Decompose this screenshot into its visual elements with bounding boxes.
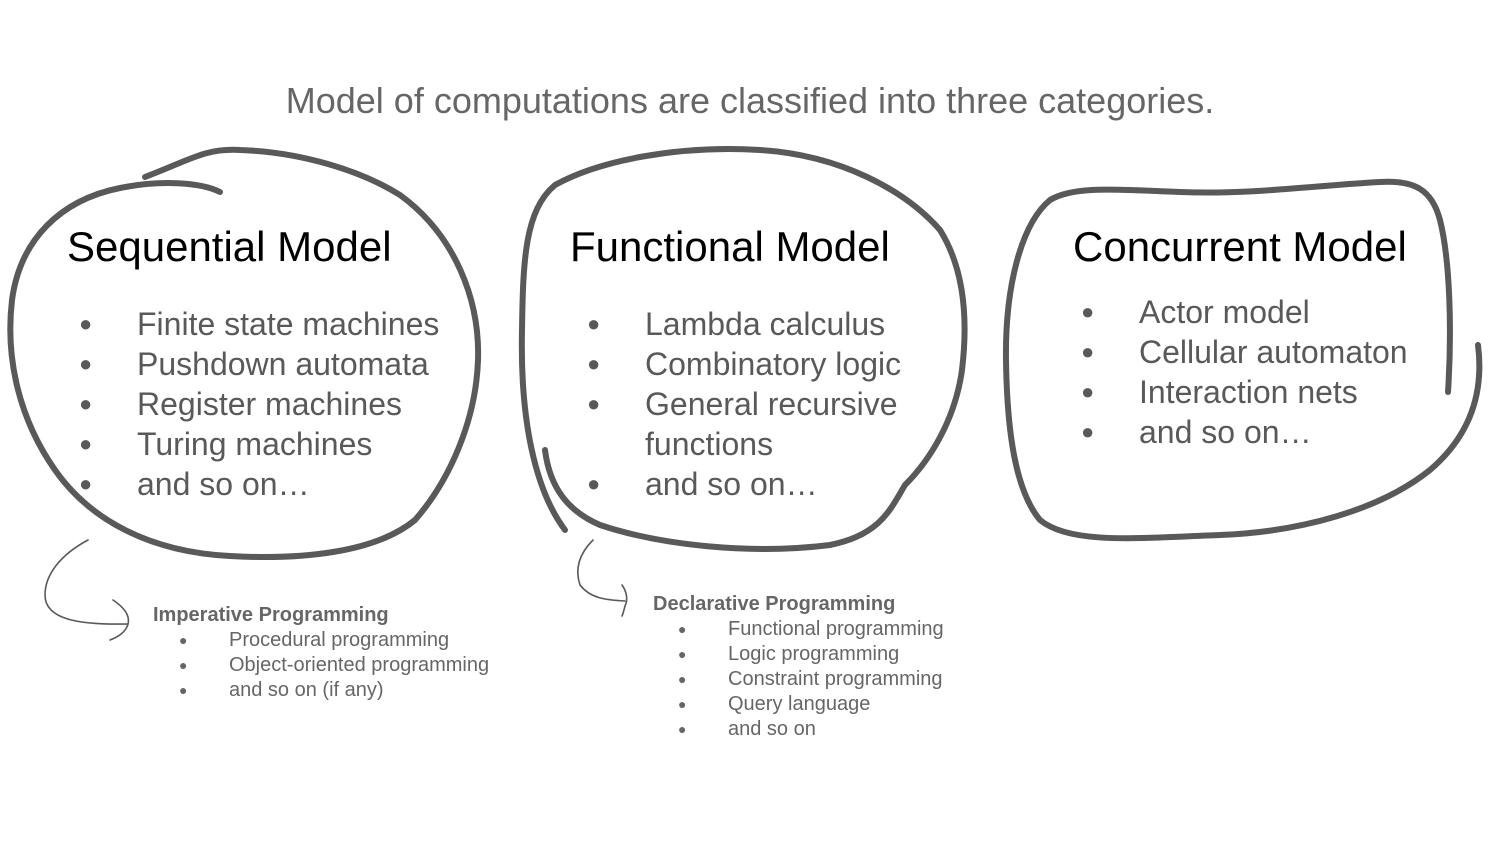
bullet-icon: ● — [179, 632, 188, 648]
bullet-icon: ● — [1081, 299, 1095, 324]
bullet-icon: ● — [587, 471, 601, 496]
sequential-loop — [7, 146, 482, 560]
arrow-declarative-head — [621, 584, 628, 617]
list-item: ●Functional programming — [678, 618, 944, 640]
bullet-icon: ● — [79, 391, 93, 416]
concurrent-model-list: ●Actor model ●Cellular automaton ●Intera… — [1081, 292, 1408, 452]
bullet-icon: ● — [587, 391, 601, 416]
list-item: ●Constraint programming — [678, 668, 943, 690]
list-item: ●and so on… — [587, 466, 818, 502]
concurrent-loop — [1002, 178, 1483, 542]
arrow-declarative — [577, 539, 626, 602]
list-item: ●Lambda calculus — [587, 306, 886, 342]
slide-title: Model of computations are classified int… — [285, 80, 1215, 121]
list-item: ●and so on… — [1081, 414, 1312, 450]
list-item: ●Query language — [678, 693, 871, 715]
list-item: ●Finite state machines — [79, 306, 440, 342]
list-item: ●and so on (if any) — [179, 679, 384, 701]
bullet-icon: ● — [79, 311, 93, 336]
list-item: ●Register machines — [79, 386, 402, 422]
declarative-programming-list: ●Functional programming ●Logic programmi… — [678, 617, 944, 742]
functional-model-heading: Functional Model — [570, 223, 890, 270]
list-item: ●Actor model — [1081, 294, 1310, 330]
bullet-icon: ● — [678, 696, 687, 712]
arrow-imperative — [44, 539, 129, 625]
imperative-programming-heading: Imperative Programming — [153, 604, 389, 626]
bullet-icon: ● — [79, 351, 93, 376]
bullet-icon: ● — [587, 311, 601, 336]
imperative-programming-list: ●Procedural programming ●Object-oriented… — [179, 628, 490, 703]
bullet-icon: ● — [179, 657, 188, 673]
bullet-icon: ● — [678, 721, 687, 737]
bullet-icon: ● — [1081, 339, 1095, 364]
bullet-icon: ● — [1081, 419, 1095, 444]
list-item: ●Turing machines — [79, 426, 373, 462]
list-item: ●Procedural programming — [179, 629, 450, 651]
list-item: ●Cellular automaton — [1081, 334, 1408, 370]
bullet-icon: ● — [79, 431, 93, 456]
bullet-icon: ● — [587, 351, 601, 376]
list-item: ●Logic programming — [678, 643, 900, 665]
bullet-icon: ● — [1081, 379, 1095, 404]
list-item: ●Object-oriented programming — [179, 654, 490, 676]
functional-loop — [518, 146, 968, 552]
concurrent-model-heading: Concurrent Model — [1073, 223, 1407, 270]
list-item: ●and so on — [678, 718, 816, 740]
bullet-icon: ● — [79, 471, 93, 496]
list-item: ●Pushdown automata — [79, 346, 429, 382]
list-item: ●Combinatory logic — [587, 346, 902, 382]
sequential-model-list: ●Finite state machines ●Pushdown automat… — [79, 304, 440, 504]
arrow-imperative-head — [109, 599, 130, 641]
list-item: ●General recursive functions — [587, 386, 898, 462]
sequential-model-heading: Sequential Model — [67, 223, 392, 270]
bullet-icon: ● — [678, 671, 687, 687]
bullet-icon: ● — [678, 621, 687, 637]
bullet-icon: ● — [678, 646, 687, 662]
list-item: ●Interaction nets — [1081, 374, 1358, 410]
bullet-icon: ● — [179, 682, 188, 698]
list-item: ●and so on… — [79, 466, 310, 502]
declarative-programming-heading: Declarative Programming — [653, 593, 896, 615]
functional-model-list: ●Lambda calculus ●Combinatory logic ●Gen… — [587, 304, 902, 504]
